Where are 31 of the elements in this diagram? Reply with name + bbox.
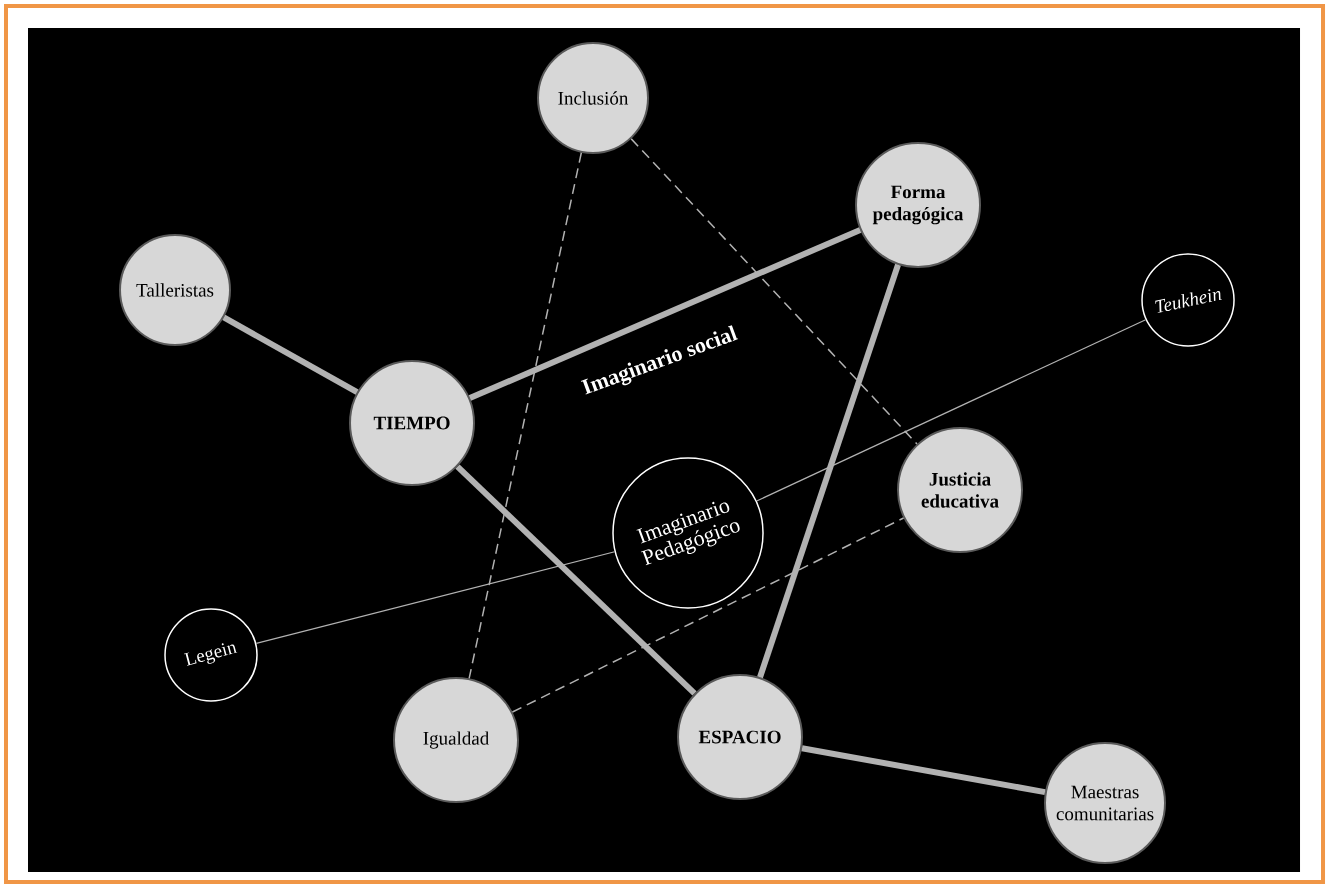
connector-line <box>468 152 583 680</box>
connector-line <box>222 314 359 395</box>
node-label: TIEMPO <box>373 416 450 430</box>
node-label: Teukhein <box>1155 289 1222 314</box>
sphere-node <box>897 427 1023 553</box>
node-label: Talleristas <box>136 283 214 297</box>
connector-line <box>630 138 918 445</box>
node-label: Legein <box>183 643 238 666</box>
sphere-node <box>537 42 649 154</box>
node-label: Inclusión <box>558 91 629 105</box>
connector-line <box>757 263 901 679</box>
node-label: Forma pedagógica <box>872 185 964 225</box>
connector-line <box>455 464 697 696</box>
connector-line <box>511 517 905 713</box>
connector-line <box>756 319 1147 502</box>
sphere-node <box>677 674 803 800</box>
node-label: Justicia educativa <box>921 472 999 508</box>
node-label: ESPACIO <box>698 730 781 744</box>
connector-line <box>468 227 862 401</box>
sphere-node <box>855 142 981 268</box>
sphere-node <box>349 360 475 486</box>
connector-line <box>255 551 616 645</box>
connector-line <box>801 745 1046 796</box>
node-label: Maestras comunitarias <box>1056 785 1154 821</box>
sphere-node <box>393 677 519 803</box>
circle-node <box>612 457 764 609</box>
circle-node <box>1141 253 1235 347</box>
sphere-node <box>1044 742 1166 864</box>
circle-node <box>164 608 258 702</box>
node-label: Igualdad <box>423 731 489 749</box>
sphere-node <box>119 234 231 346</box>
